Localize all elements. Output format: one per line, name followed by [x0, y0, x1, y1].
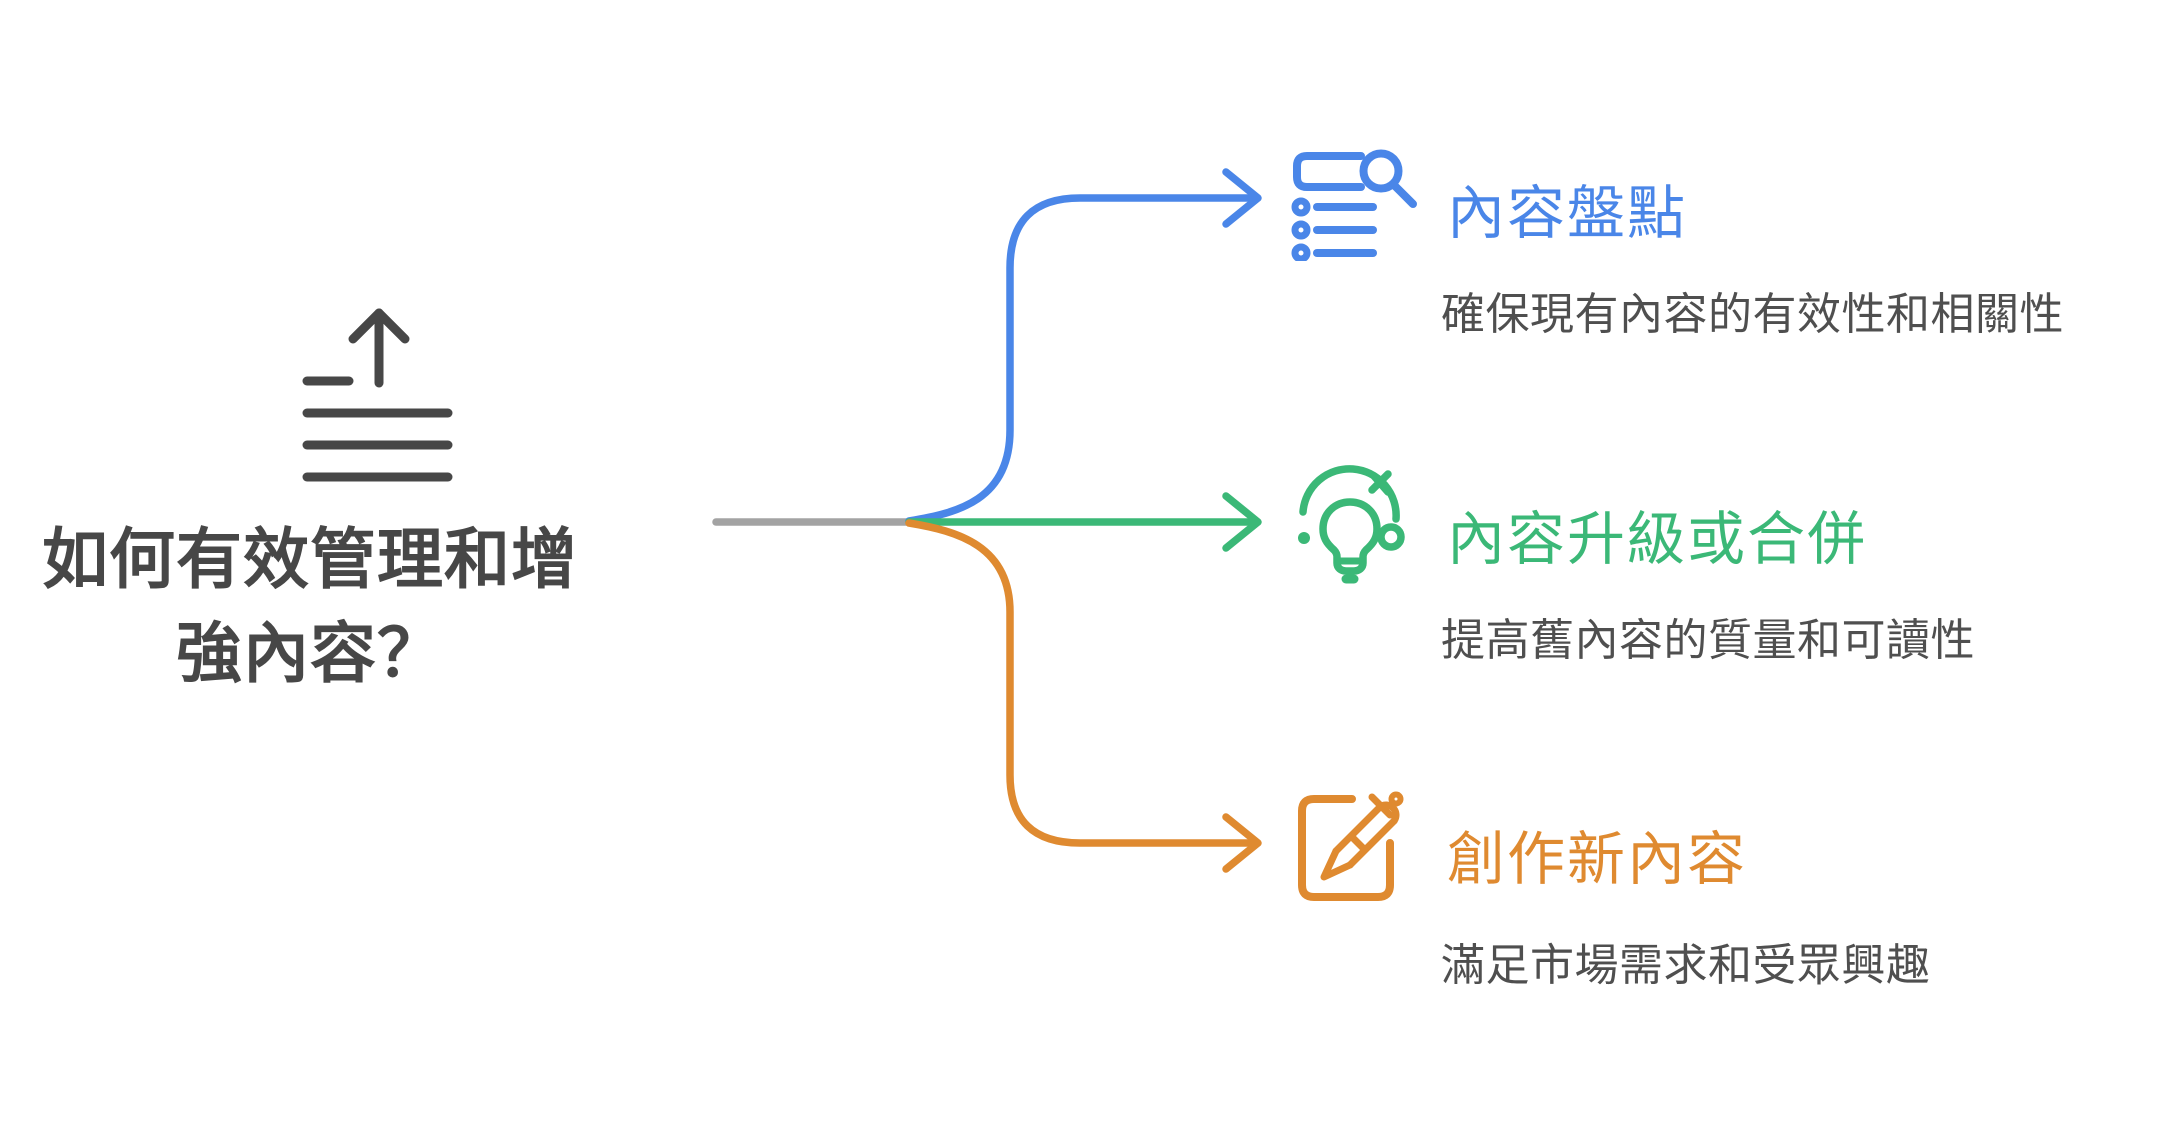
- branch-1-connector-line: [905, 194, 1254, 525]
- root-topic-title: 如何有效管理和增強內容？: [42, 522, 578, 690]
- list-search-icon: [1291, 149, 1417, 261]
- pen-square-icon: [1298, 791, 1404, 901]
- branch-subtitle: 確保現有內容的有效性和相關性: [1441, 290, 2064, 339]
- branch-title: 創作新內容: [1447, 827, 1748, 892]
- branch-3-connector-line: [905, 519, 1254, 847]
- branch-2-arrowhead-icon: [1222, 492, 1262, 552]
- upload-lines-icon: [302, 308, 453, 482]
- branch-title: 內容升級或合併: [1447, 507, 1868, 572]
- branch-3-arrowhead-icon: [1222, 813, 1262, 873]
- branch-1-arrowhead-icon: [1222, 168, 1262, 228]
- branch-subtitle: 滿足市場需求和受眾興趣: [1441, 941, 1931, 990]
- branch-title: 內容盤點: [1447, 181, 1688, 246]
- branch-subtitle: 提高舊內容的質量和可讀性: [1441, 616, 1975, 665]
- lightbulb-refresh-icon: [1298, 465, 1405, 584]
